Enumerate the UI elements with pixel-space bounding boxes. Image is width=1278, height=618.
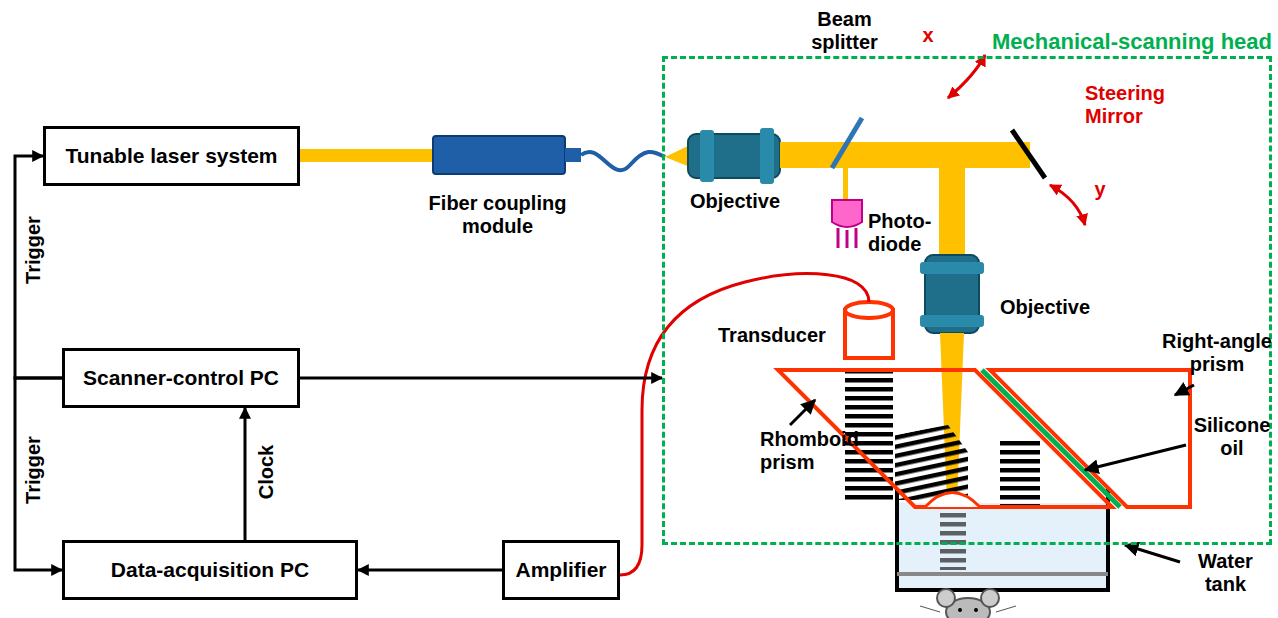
signal-connector (15, 378, 62, 570)
laser-beam (300, 149, 435, 162)
right-angle-prism (990, 370, 1190, 507)
rotation-arrow (948, 55, 985, 98)
photodiode (832, 200, 862, 248)
objective-ring (920, 315, 984, 327)
membrane (897, 572, 1108, 576)
optical-fiber (581, 152, 665, 170)
signal-cable (620, 274, 869, 575)
sampled-beam (843, 155, 848, 200)
acoustic-wave (940, 510, 966, 570)
part-label: Silicone oil (1188, 414, 1276, 460)
acoustic-wave (1000, 440, 1040, 506)
laser-beam (939, 155, 965, 255)
steering-mirror (1012, 130, 1045, 178)
part-label: Right-angle prism (1160, 330, 1274, 376)
leader-line (1175, 385, 1194, 395)
part-label: Steering Mirror (1085, 82, 1200, 128)
objective-ring (700, 130, 714, 182)
rotation-arrow (1050, 185, 1085, 225)
scanning-head-region: Mechanical-scanning head (662, 56, 1272, 545)
signal-label: Trigger (22, 433, 45, 507)
box-label: Scanner-control PC (83, 366, 279, 390)
part-label: Beam splitter (797, 8, 892, 54)
box-label: Data-acquisition PC (111, 558, 309, 582)
objective-ring (760, 128, 774, 184)
part-label: Fiber coupling module (420, 192, 575, 238)
objective-ring (920, 262, 984, 274)
box-label: Tunable laser system (65, 144, 277, 168)
part-label: y (1090, 178, 1110, 201)
silicone-oil (982, 370, 1120, 507)
part-label: Rhomboid prism (760, 428, 860, 474)
fiber-coupler-tip (565, 148, 581, 162)
laser-box: Tunable laser system (43, 126, 300, 186)
signal-connector (15, 156, 62, 378)
water (897, 503, 1108, 588)
acoustic-lens (925, 493, 980, 508)
laser-beam (780, 142, 1030, 168)
part-label: Transducer (718, 324, 843, 347)
amplifier-box: Amplifier (502, 540, 620, 600)
fiber-output-cone (665, 145, 690, 167)
leader-line (1085, 445, 1186, 470)
part-label: Objective (680, 190, 790, 213)
region-title: Mechanical-scanning head (992, 29, 1272, 55)
part-label: Photo- diode (868, 210, 943, 256)
signal-label: Trigger (22, 213, 45, 287)
leader-line (1125, 545, 1180, 562)
part-label: x (918, 24, 938, 47)
part-label: Objective (1000, 296, 1120, 319)
box-label: Amplifier (515, 558, 606, 582)
acoustic-wave (895, 425, 968, 500)
part-label: Water tank (1183, 550, 1268, 596)
pc-box: Data-acquisition PC (62, 540, 358, 600)
transducer (845, 302, 893, 358)
signal-connector (244, 408, 247, 540)
mouse (920, 589, 1016, 618)
signal-label: Clock (255, 442, 278, 502)
leader-line (790, 400, 815, 425)
signal-connector (358, 569, 502, 572)
pc-box: Scanner-control PC (62, 348, 300, 408)
fiber-coupler (433, 136, 565, 174)
signal-connector (300, 377, 662, 380)
